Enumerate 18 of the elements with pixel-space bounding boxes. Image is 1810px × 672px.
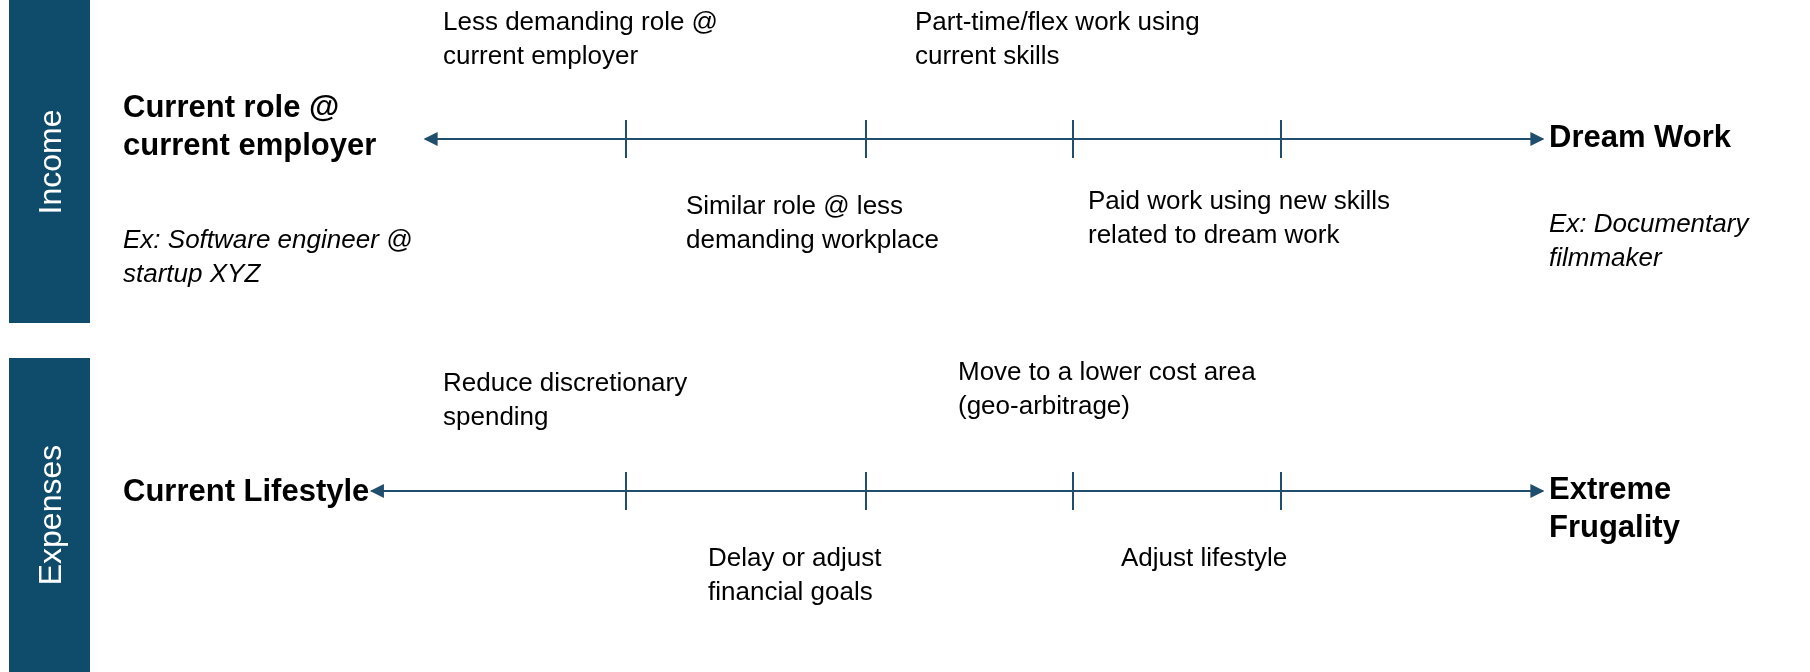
scale-step-label: Delay or adjust financial goals [708,541,883,608]
scale-end-label: Current Lifestyle [123,472,370,510]
scale-end-label: Current role @ current employer [123,88,378,164]
category-band [9,358,90,672]
scale-step-label: Similar role @ less demanding workplace [686,189,940,256]
band-label: Expenses [31,444,68,586]
scale-end-label: Dream Work [1549,118,1733,156]
example-note: Ex: Software engineer @ startup XYZ [123,223,414,290]
example-note: Ex: Documentary filmmaker [1549,207,1751,274]
scale-step-label: Less demanding role @ current employer [443,5,719,72]
band-label: Income [31,109,68,214]
scale-step-label: Part-time/flex work using current skills [915,5,1201,72]
scale-step-label: Reduce discretionary spending [443,366,689,433]
category-band [9,0,90,323]
scale-end-label: Extreme Frugality [1549,470,1769,546]
scale-step-label: Move to a lower cost area (geo-arbitrage) [958,355,1257,422]
scale-step-label: Adjust lifestyle [1121,541,1289,574]
scale-step-label: Paid work using new skills related to dream work [1088,184,1391,251]
